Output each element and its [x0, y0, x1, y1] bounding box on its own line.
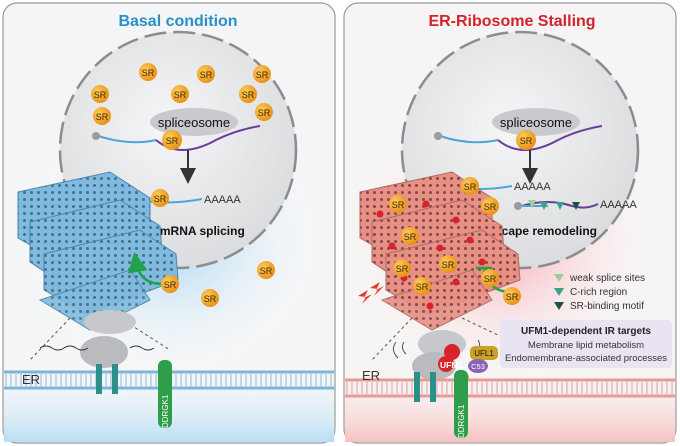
left-spliceosome-label: spliceosome [158, 115, 230, 130]
svg-text:SR: SR [506, 292, 519, 302]
svg-text:SR: SR [464, 182, 477, 192]
right-polya-label-2: AAAAA [600, 199, 637, 211]
stalled-ribosome [452, 216, 460, 224]
svg-text:SR: SR [142, 68, 155, 78]
right-er-label: ER [362, 368, 380, 383]
stalled-ribosome [426, 302, 434, 310]
svg-text:SR: SR [520, 136, 533, 146]
stalled-ribosome [422, 200, 430, 208]
svg-text:SR: SR [416, 282, 429, 292]
right-ribosome-complex: UFM1 UFL1 C53 SR [392, 330, 498, 385]
right-ddrgk1-label: DDRGK1 [457, 404, 466, 438]
motif-legend: weak splice sites C-rich region SR-bindi… [554, 273, 645, 312]
left-er-membrane: DDRGK1 [4, 360, 334, 428]
left-ddrgk1-label: DDRGK1 [161, 394, 170, 428]
svg-text:SR: SR [204, 294, 217, 304]
svg-text:SR: SR [164, 280, 177, 290]
ufm1-label: UFM1 [440, 360, 463, 370]
right-spliceosome-label: spliceosome [500, 115, 572, 130]
stress-lightning-icon [358, 282, 384, 304]
legend-weak-splice-sites: weak splice sites [569, 273, 645, 284]
targets-line-1: Membrane lipid metabolism [528, 340, 644, 351]
stalled-ribosome [466, 236, 474, 244]
stalled-ribosome [436, 244, 444, 252]
ufm1-targets-box: UFM1-dependent IR targets Membrane lipid… [500, 320, 672, 368]
svg-text:SR: SR [392, 200, 405, 210]
left-er-stack [17, 171, 179, 331]
left-title: Basal condition [118, 13, 237, 30]
left-er-label: ER [22, 372, 40, 387]
legend-sr-binding-motif: SR-binding motif [570, 301, 644, 312]
stalled-ribosome [478, 258, 486, 266]
targets-title: UFM1-dependent IR targets [521, 326, 651, 337]
svg-text:SR: SR [166, 136, 179, 146]
svg-text:SR: SR [96, 112, 109, 122]
svg-text:SR: SR [200, 70, 213, 80]
stalled-ribosome [388, 242, 396, 250]
legend-c-rich-region: C-rich region [570, 287, 627, 298]
svg-text:SR: SR [260, 266, 273, 276]
svg-text:SR: SR [484, 202, 497, 212]
svg-text:SR: SR [484, 274, 497, 284]
svg-text:SR: SR [404, 232, 417, 242]
right-panel: ER-Ribosome Stalling spliceosome AAAAA A… [335, 2, 677, 444]
c53-label: C53 [471, 362, 485, 371]
svg-text:SR: SR [242, 90, 255, 100]
ufl1-label: UFL1 [474, 349, 494, 358]
left-polya-label: AAAAA [204, 194, 241, 206]
right-title: ER-Ribosome Stalling [428, 13, 595, 30]
stalled-ribosome [376, 210, 384, 218]
right-polya-label-1: AAAAA [514, 181, 551, 193]
svg-text:SR: SR [154, 194, 167, 204]
targets-line-2: Endomembrane-associated processes [505, 353, 667, 364]
right-sr-proteins: SR SR SR SR SR SR SR SR SR SR [389, 130, 536, 305]
svg-text:SR: SR [442, 260, 455, 270]
right-er-membrane: DDRGK1 [345, 370, 675, 438]
svg-text:SR: SR [396, 264, 409, 274]
svg-text:SR: SR [256, 70, 269, 80]
svg-text:SR: SR [94, 90, 107, 100]
svg-text:SR: SR [258, 108, 271, 118]
svg-text:SR: SR [174, 90, 187, 100]
left-sr-proteins: SR SR SR SR SR SR SR SR SR SR SR SR SR [91, 63, 275, 307]
left-panel: Basal condition spliceosome AAAAA Normal… [2, 2, 336, 444]
left-ribosome [39, 310, 155, 368]
stalled-ribosome [452, 278, 460, 286]
